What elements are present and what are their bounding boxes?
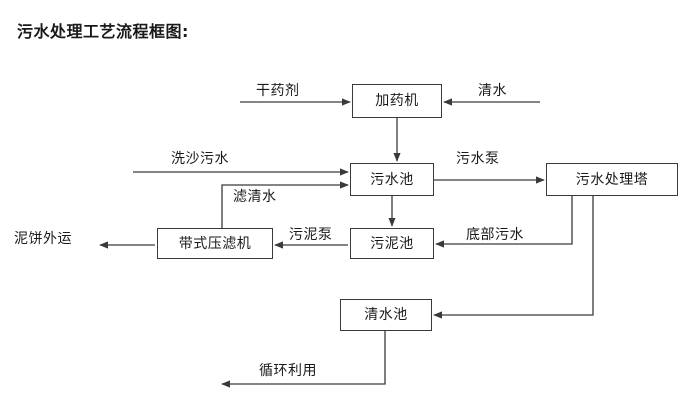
edge-filtered-water-to-sewage-pool [221,181,349,228]
edge-tower-to-clear-pool [433,196,594,319]
node-label-treatment-tower: 污水处理塔 [575,171,649,188]
edge-label-sewage-pump: 污水泵 [456,151,500,167]
edge-label-sludge-pump: 污泥泵 [289,227,333,243]
node-label-belt-filter-press: 带式压滤机 [178,235,252,252]
node-belt-filter-press[interactable]: 带式压滤机 [157,228,273,259]
page-title: 污水处理工艺流程框图: [17,22,189,41]
node-label-dosing-machine: 加药机 [375,93,419,109]
edge-label-bottom-sewage: 底部污水 [466,227,524,243]
edge-label-filtered-clear-water: 滤清水 [233,189,277,205]
node-label-sludge-pool: 污泥池 [370,235,414,252]
edge-clear-pool-to-recycle [221,331,386,388]
node-clear-water-pool[interactable]: 清水池 [340,299,432,331]
edge-label-recycle-reuse: 循环利用 [259,363,317,379]
edge-label-dry-chemical: 干药剂 [256,83,300,99]
node-sludge-pool[interactable]: 污泥池 [350,228,434,259]
terminal-label-mud-cake-out: 泥饼外运 [14,231,72,247]
node-label-sewage-pool: 污水池 [370,171,414,188]
node-treatment-tower[interactable]: 污水处理塔 [546,163,678,196]
node-label-clear-water-pool: 清水池 [364,307,408,323]
edge-label-sand-wash-sewage: 洗沙污水 [171,151,229,167]
edge-tower-to-sludge-pool [435,196,573,248]
edge-label-clean-water: 清水 [478,83,507,99]
node-dosing-machine[interactable]: 加药机 [352,84,442,118]
node-sewage-pool[interactable]: 污水池 [350,163,434,196]
